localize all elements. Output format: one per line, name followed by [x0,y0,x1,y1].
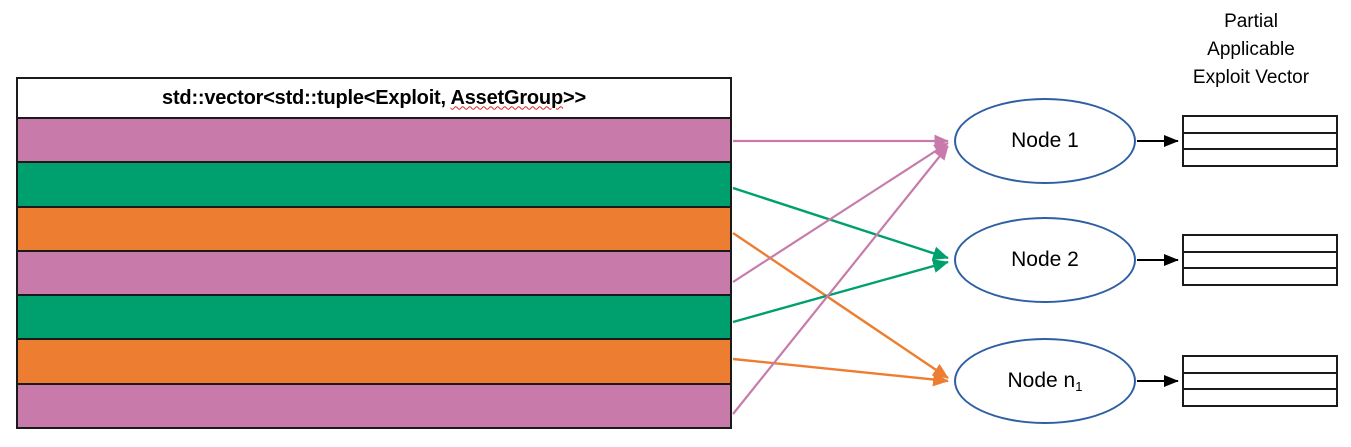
partial-exploit-vector-3[interactable] [1182,355,1338,407]
partial-applicable-exploit-vector-caption: Partial Applicable Exploit Vector [1157,8,1345,92]
table-row[interactable] [18,296,730,341]
node-1-label: Node 1 [1011,129,1079,153]
edge-row6-to-node3 [732,357,949,387]
caption-line-1: Partial [1224,11,1278,32]
header-prefix-text: std::vector<std::tuple<Exploit, [162,86,451,109]
node-1-label-text: Node 1 [1011,129,1079,152]
partial-exploit-vector-1[interactable] [1182,115,1338,167]
vector-table-header: std::vector<std::tuple<Exploit, AssetGro… [18,79,730,119]
node-n1[interactable]: Node n1 [954,338,1136,424]
node-n1-label: Node n1 [1007,369,1083,394]
edge-row4-to-node1 [732,142,949,283]
vector-cell[interactable] [1184,117,1336,134]
caption-line-3: Exploit Vector [1192,67,1310,88]
table-row[interactable] [18,384,730,427]
table-row[interactable] [18,163,730,208]
exploit-vector-table: std::vector<std::tuple<Exploit, AssetGro… [16,77,732,429]
table-row[interactable] [18,251,730,297]
table-row[interactable] [18,207,730,252]
vector-cell[interactable] [1184,253,1336,270]
vector-cell[interactable] [1184,357,1336,374]
header-suffix-text: >> [562,86,586,109]
table-row[interactable] [18,340,730,385]
edge-row3-to-node3 [732,232,949,379]
vector-cell[interactable] [1184,374,1336,391]
edge-row2-to-node2 [732,186,949,261]
header-assetgroup-misspelled-text: AssetGroup [450,86,564,109]
edge-row5-to-node2 [732,259,949,324]
caption-line-2: Applicable [1207,39,1295,60]
vector-cell[interactable] [1184,269,1336,284]
vector-cell[interactable] [1184,134,1336,151]
node-2[interactable]: Node 2 [954,217,1136,303]
edge-row7-to-node1 [732,145,949,415]
vector-table-header-label: std::vector<std::tuple<Exploit, AssetGro… [162,87,586,110]
table-row[interactable] [18,119,730,164]
node-1[interactable]: Node 1 [954,98,1136,184]
partial-exploit-vector-2[interactable] [1182,234,1338,286]
node-2-label: Node 2 [1011,248,1079,272]
vector-cell[interactable] [1184,390,1336,405]
vector-table-body [18,119,730,427]
vector-cell[interactable] [1184,236,1336,253]
node-n1-label-subscript: 1 [1075,379,1083,394]
node-2-label-text: Node 2 [1011,248,1079,271]
node-n1-label-text: Node n [1007,369,1076,392]
vector-cell[interactable] [1184,150,1336,165]
